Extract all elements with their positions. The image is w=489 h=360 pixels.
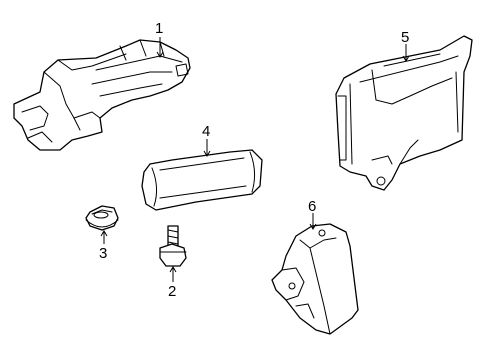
part-6-sensor-module xyxy=(271,223,359,335)
arrow-1 xyxy=(156,51,164,58)
part-3-flange-nut xyxy=(85,205,119,231)
part-1-module-bracket xyxy=(13,39,191,151)
part-5-control-module xyxy=(335,35,473,191)
part-2-bolt xyxy=(159,225,187,267)
callout-4: 4 xyxy=(202,123,210,140)
callout-3: 3 xyxy=(99,245,107,262)
arrow-3 xyxy=(100,230,108,237)
callout-1: 1 xyxy=(155,20,163,37)
callout-6: 6 xyxy=(308,198,316,215)
arrow-4 xyxy=(203,150,211,157)
arrow-2 xyxy=(169,266,177,273)
arrow-5 xyxy=(402,55,410,62)
arrow-6 xyxy=(309,223,317,230)
callout-2: 2 xyxy=(168,283,176,300)
part-4-cylinder-module xyxy=(141,149,263,211)
callout-5: 5 xyxy=(401,29,409,46)
